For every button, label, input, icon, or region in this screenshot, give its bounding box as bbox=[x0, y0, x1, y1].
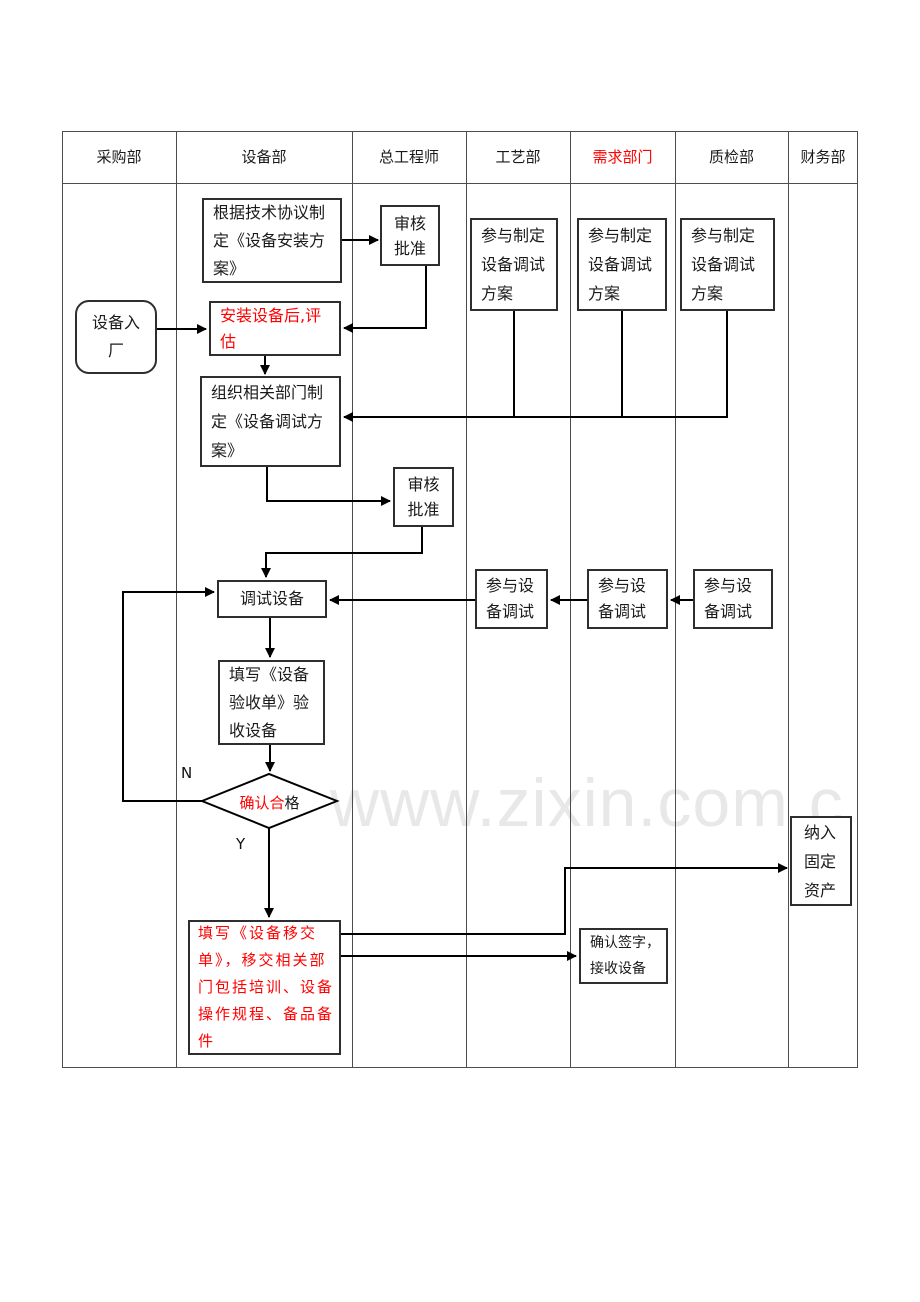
lane-header-requesting-dept: 需求部门 bbox=[592, 148, 653, 166]
branch-label-yes: Y bbox=[236, 835, 246, 853]
node-fixed-asset: 纳入 固定 资产 bbox=[790, 816, 852, 906]
node-equipment-arrival: 设备入 厂 bbox=[75, 300, 157, 374]
header-divider bbox=[62, 183, 858, 184]
lane-divider bbox=[788, 131, 789, 1068]
node-fill-acceptance-form: 填写《设备 验收单》验 收设备 bbox=[218, 660, 325, 745]
lane-header-purchasing: 采购部 bbox=[96, 148, 142, 166]
branch-label-no: N bbox=[181, 764, 193, 782]
lane-divider bbox=[176, 131, 177, 1068]
swimlane-table bbox=[62, 131, 858, 1068]
node-joint-debug-requesting: 参与设 备调试 bbox=[587, 569, 668, 629]
decision-confirm-qualified-label: 确认合格 bbox=[202, 792, 337, 813]
node-joint-debug-quality: 参与设 备调试 bbox=[693, 569, 773, 629]
node-confirm-sign-receive: 确认签字， 接收设备 bbox=[579, 928, 668, 984]
lane-header-finance: 财务部 bbox=[800, 148, 846, 166]
lane-header-process: 工艺部 bbox=[495, 148, 541, 166]
node-fill-transfer-form: 填写《设备移交 单》，移交相关部 门包括培训、设备 操作规程、备品备 件 bbox=[188, 920, 341, 1055]
decision-text-black: 格 bbox=[284, 794, 300, 812]
node-review-approve-2: 审核 批准 bbox=[393, 467, 454, 527]
node-joint-draft-plan-quality: 参与制定 设备调试 方案 bbox=[680, 218, 775, 311]
lane-header-chief-engineer: 总工程师 bbox=[378, 148, 439, 166]
decision-diamond bbox=[199, 772, 340, 830]
node-post-install-evaluate: 安装设备后,评 估 bbox=[209, 301, 341, 356]
node-draft-install-plan: 根据技术协议制 定《设备安装方 案》 bbox=[202, 198, 342, 283]
watermark: www.zixin.com.c bbox=[330, 765, 844, 841]
lane-header-quality: 质检部 bbox=[708, 148, 754, 166]
decision-text-red: 确认合 bbox=[239, 794, 285, 812]
node-joint-draft-plan-requesting: 参与制定 设备调试 方案 bbox=[577, 218, 667, 311]
node-joint-debug-process: 参与设 备调试 bbox=[475, 569, 548, 629]
node-organize-debug-plan: 组织相关部门制 定《设备调试方 案》 bbox=[200, 376, 341, 467]
node-debug-equipment: 调试设备 bbox=[217, 580, 327, 618]
node-joint-draft-plan-process: 参与制定 设备调试 方案 bbox=[470, 218, 558, 311]
flow-arrows bbox=[122, 235, 788, 961]
node-review-approve-1: 审核 批准 bbox=[380, 205, 440, 266]
lane-header-equipment: 设备部 bbox=[241, 148, 287, 166]
